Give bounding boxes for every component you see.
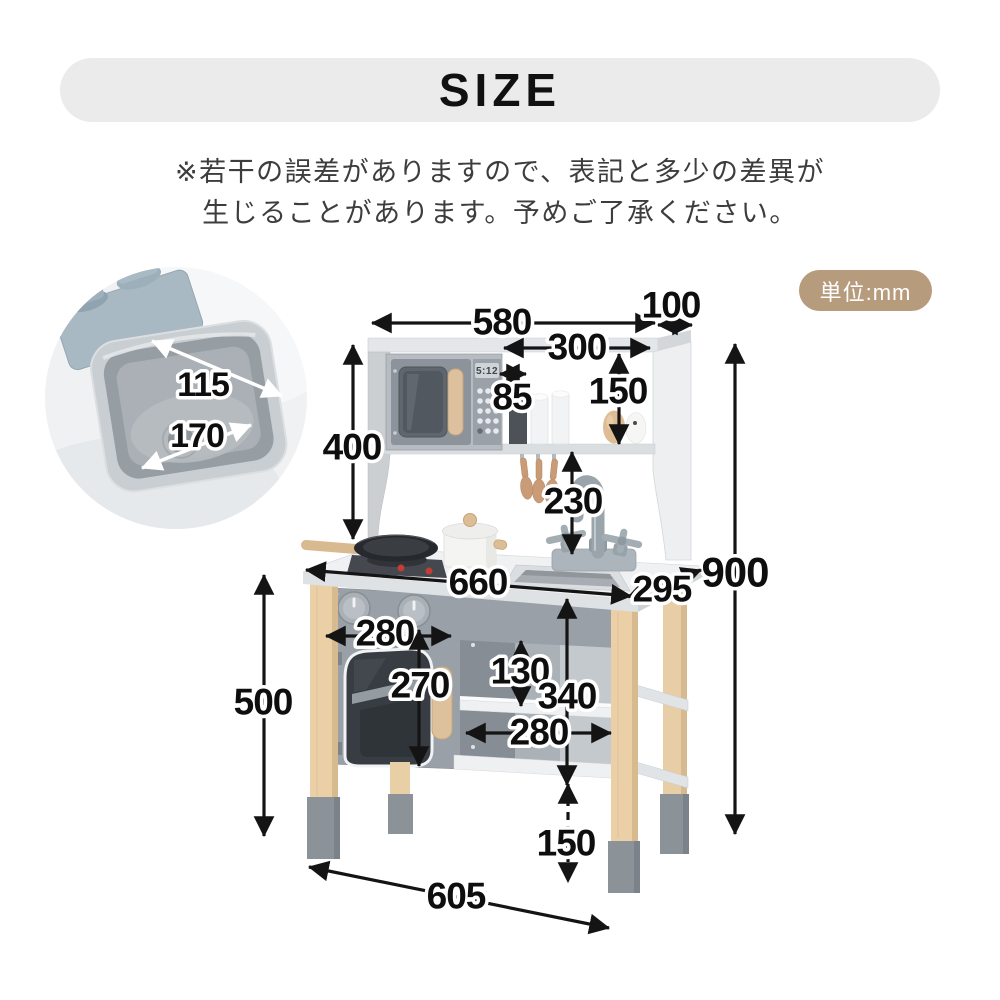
stove-switch — [425, 567, 433, 575]
wooden-egg — [603, 410, 625, 444]
white-egg — [625, 412, 647, 444]
inset-photo: 115 170 — [45, 267, 307, 529]
hutch: 5:12 — [367, 330, 692, 561]
sink-length-arrow — [141, 422, 252, 471]
dimension-label: 280 — [356, 613, 415, 654]
dimension-label: 500 — [234, 682, 293, 723]
microwave-display — [475, 363, 499, 378]
microwave: 5:12 — [385, 353, 503, 451]
pot-knob — [463, 513, 477, 527]
stove-switch — [397, 564, 405, 572]
dimension-label: 150 — [537, 823, 596, 864]
spice-jar — [530, 393, 549, 445]
dim-leg-height: 150 — [533, 782, 600, 884]
dim-base-width: 605 — [307, 860, 611, 935]
disclaimer-line-1: ※若干の誤差がありますので、表記と多少の差異が — [174, 157, 826, 187]
dimension-label: 340 — [538, 676, 597, 717]
dimension-label: 400 — [323, 427, 382, 468]
front-right-leg — [608, 602, 640, 893]
dimension-label: 85 — [492, 377, 532, 418]
dimension-label: 280 — [510, 712, 569, 753]
dimension-label: 300 — [548, 327, 607, 368]
dimension-label: 295 — [633, 569, 692, 610]
knife-block — [509, 383, 527, 444]
back-right-leg — [660, 566, 689, 854]
front-left-leg — [307, 576, 340, 859]
dim-shelf-width: 300 — [502, 323, 652, 371]
pot — [442, 513, 508, 568]
dimension-label: 100 — [642, 285, 701, 326]
dimension-label: 605 — [427, 876, 486, 917]
dimension-label: 900 — [701, 549, 768, 596]
dim-cubby-height: 130 — [487, 639, 554, 708]
spice-jar — [551, 390, 570, 445]
size-banner: SIZE — [60, 58, 940, 122]
hanging-utensils — [520, 454, 559, 505]
dim-oven-door-width: 280 — [324, 609, 453, 657]
dimension-annotations: 580 100 300 85 150 400 230 900 660 295 5… — [230, 281, 773, 935]
dimension-label: 580 — [473, 302, 532, 343]
dim-counter-width: 660 — [304, 558, 633, 606]
dim-counter-height: 500 — [230, 573, 297, 838]
disclaimer-line-2: 生じることがあります。予めご了承ください。 — [202, 198, 798, 228]
dim-splashback-height: 230 — [540, 450, 607, 556]
pan-handle — [301, 540, 361, 554]
dim-lower-shelf-width: 280 — [464, 708, 613, 756]
pot-handle — [493, 539, 508, 550]
sink-width-label: 115 — [177, 366, 229, 404]
dimension-label: 130 — [491, 651, 550, 692]
dimension-label: 270 — [391, 665, 450, 706]
dim-hutch-height: 400 — [319, 343, 386, 541]
microwave-handle — [447, 368, 464, 436]
dim-counter-depth: 295 — [627, 565, 702, 613]
microwave-keypad — [477, 388, 499, 434]
dim-shelf-height: 150 — [585, 352, 652, 446]
page-title: SIZE — [438, 64, 562, 116]
dim-hutch-width: 580 — [370, 298, 657, 346]
dim-hutch-depth: 100 — [638, 281, 705, 336]
sink-width-arrow — [151, 339, 283, 398]
microwave-display-text: 5:12 — [476, 366, 498, 377]
dimension-label: 150 — [589, 371, 648, 412]
mid-leg — [388, 762, 413, 834]
dimension-label: 230 — [544, 481, 603, 522]
dim-shelf-gap: 85 — [489, 363, 536, 421]
sink-length-label: 170 — [170, 417, 224, 455]
unit-badge: 単位:mm — [799, 270, 932, 311]
disclaimer: ※若干の誤差がありますので、表記と多少の差異が 生じることがあります。予めご了承… — [0, 152, 1000, 234]
frying-pan — [301, 534, 438, 562]
faucet-handle-right — [601, 528, 643, 557]
oven-handle — [431, 666, 453, 740]
hutch-right-panel — [652, 341, 692, 561]
dimension-label: 660 — [449, 562, 508, 603]
dim-oven-door-height: 270 — [387, 628, 454, 768]
oven-rack — [352, 678, 424, 704]
dim-under-counter-height: 340 — [534, 597, 601, 787]
dim-total-height: 900 — [698, 342, 773, 836]
inset-sink — [89, 319, 288, 493]
